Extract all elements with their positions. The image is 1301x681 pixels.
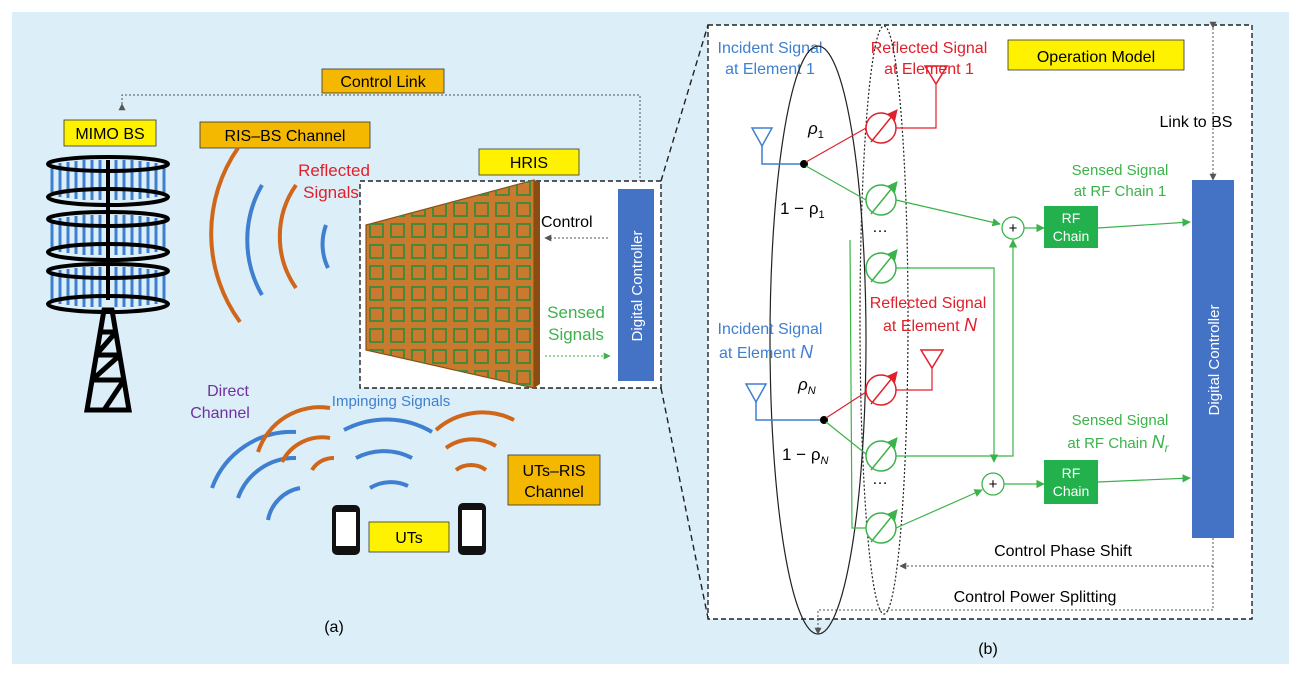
sense-path-n-last xyxy=(895,489,983,529)
reflect-path-1b xyxy=(896,84,937,129)
rf-chain-nr xyxy=(1044,460,1098,504)
antenna-icon xyxy=(923,65,949,86)
sensed-signal-1-line1: Sensed Signal xyxy=(1072,162,1169,179)
hris-digital-controller-label: Digital Controller xyxy=(629,231,646,342)
operation-model-label: Operation Model xyxy=(1037,49,1155,66)
reflected-signal-1-line1: Reflected Signal xyxy=(871,40,988,57)
antenna-icon xyxy=(750,127,802,165)
svg-text:+: + xyxy=(989,476,998,493)
reflected-signals-label-line1: Reflected xyxy=(298,161,370,180)
direct-channel-label-line1: Direct xyxy=(207,383,249,400)
ellipsis-1: … xyxy=(872,219,888,236)
control-label-a: Control xyxy=(541,214,593,231)
control-link-line xyxy=(118,94,644,189)
combiner-icon: + xyxy=(981,472,1005,496)
phase-shifter-icon xyxy=(865,509,898,544)
control-link-label: Control Link xyxy=(340,74,426,91)
antenna-icon xyxy=(744,383,822,421)
operation-model-label-box xyxy=(1007,39,1185,71)
sense-path-1b xyxy=(895,199,1001,227)
sense-path-n-to-comb1 xyxy=(896,239,1018,457)
hris-digital-controller xyxy=(618,189,654,381)
sense-path-1a xyxy=(805,165,867,201)
mimo-bs-label: MIMO BS xyxy=(75,126,144,143)
rf-chain-1-line1: RF xyxy=(1062,210,1081,226)
sense-path-na xyxy=(825,421,867,455)
digital-controller-b xyxy=(1192,180,1234,538)
rf-chain-nr-line2: Chain xyxy=(1053,483,1090,499)
sense-path-n-to-comb2 xyxy=(896,267,999,463)
hris-label: HRIS xyxy=(510,155,548,172)
zoom-line-top xyxy=(660,24,709,182)
sensed-signal-1-line2: at RF Chain 1 xyxy=(1074,183,1167,200)
reflected-signal-n-line2: at Element N xyxy=(883,315,978,335)
rf-chain-1 xyxy=(1044,206,1098,248)
direct-channel-label-line2: Channel xyxy=(190,405,250,422)
control-power-splitting-line xyxy=(814,566,1214,635)
uts-ris-channel-label-box xyxy=(507,454,601,506)
phase-shifter-icon xyxy=(865,437,898,472)
reflected-signal-n-line1: Reflected Signal xyxy=(870,295,987,312)
phase-shifter-group xyxy=(859,25,909,615)
phase-shifter-icon xyxy=(865,371,898,406)
zoom-line-bottom xyxy=(660,387,709,619)
one-minus-rho-n: 1 − ρN xyxy=(782,445,829,467)
rf1-to-controller xyxy=(1097,218,1191,229)
incident-signal-n-line2: at Element N xyxy=(719,342,814,362)
uts-label: UTs xyxy=(395,530,423,547)
phase-shifter-icon xyxy=(865,249,898,284)
one-minus-rho-1: 1 − ρ1 xyxy=(780,199,825,221)
rf-chain-nr-line1: RF xyxy=(1062,465,1081,481)
control-power-splitting-label: Control Power Splitting xyxy=(954,589,1117,606)
caption-b: (b) xyxy=(978,641,998,658)
ris-bs-channel-label: RIS–BS Channel xyxy=(225,128,346,145)
digital-controller-b-label: Digital Controller xyxy=(1206,305,1223,416)
incident-signal-n-line1: Incident Signal xyxy=(718,321,823,338)
ris-bs-channel-label-box xyxy=(199,121,371,149)
impinging-waves xyxy=(210,405,515,521)
sensed-signals-label-line1: Sensed xyxy=(547,303,605,322)
mimo-bs-label-box xyxy=(63,119,157,147)
impinging-signals-label: Impinging Signals xyxy=(332,393,450,410)
link-to-bs-label: Link to BS xyxy=(1160,114,1233,131)
rho-1: ρ1 xyxy=(807,119,824,141)
incident-signal-1-line2: at Element 1 xyxy=(725,61,815,78)
ris-panel-icon xyxy=(365,179,540,389)
phone-icon xyxy=(332,505,360,555)
sensed-signal-nr-line1: Sensed Signal xyxy=(1072,412,1169,429)
ris-bs-channel-waves xyxy=(209,146,330,324)
reflect-path-1a xyxy=(805,127,867,163)
operation-model-box xyxy=(707,24,1253,620)
reflect-path-na xyxy=(825,391,867,419)
control-phase-shift-label: Control Phase Shift xyxy=(994,543,1132,560)
reflect-path-nb xyxy=(896,368,933,391)
rfn-to-controller xyxy=(1097,474,1191,483)
reflected-signal-1-line2: at Element 1 xyxy=(884,61,974,78)
rho-n: ρN xyxy=(797,375,816,397)
uts-label-box xyxy=(368,521,450,553)
sense-bus-left xyxy=(849,239,866,529)
caption-a: (a) xyxy=(324,619,344,636)
reflected-signals-label-line2: Signals xyxy=(303,183,359,202)
hris-label-box xyxy=(478,148,580,176)
incident-signal-1-line1: Incident Signal xyxy=(718,40,823,57)
control-link-label-box xyxy=(321,68,445,94)
ellipsis-n: … xyxy=(872,471,888,488)
uts-ris-channel-label-line2: Channel xyxy=(524,484,584,501)
phase-shifter-icon xyxy=(865,109,898,144)
bs-tower-icon xyxy=(46,155,170,413)
combiner-icon: + xyxy=(1001,216,1025,240)
sensed-signal-nr-line2: at RF Chain Nr xyxy=(1067,432,1169,455)
uts-ris-channel-label-line1: UTs–RIS xyxy=(522,463,585,480)
phone-icon xyxy=(458,503,486,555)
antenna-icon xyxy=(919,349,945,370)
svg-text:+: + xyxy=(1009,220,1018,237)
rf-chain-1-line2: Chain xyxy=(1053,228,1090,244)
sensed-signals-label-line2: Signals xyxy=(548,325,604,344)
